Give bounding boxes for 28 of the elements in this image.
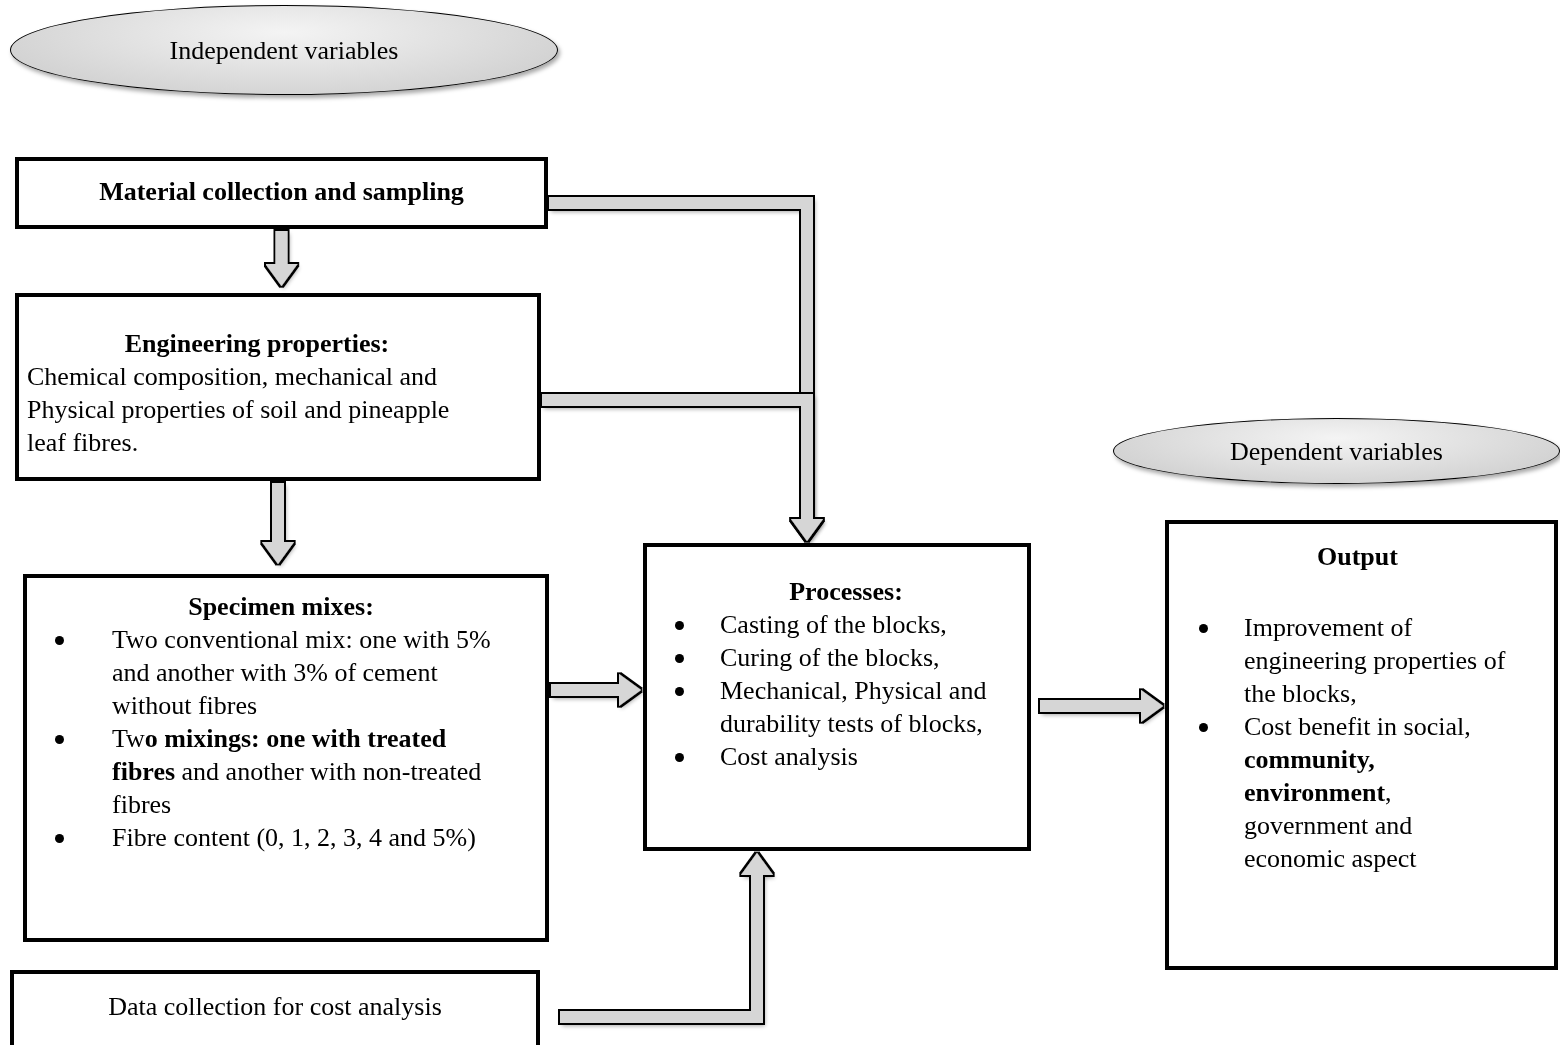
variable-label: Independent variables — [169, 34, 399, 67]
bullet-text: Cost benefit in social, community, environment, government and economic aspect — [1244, 711, 1472, 875]
bullet-text: Mechanical, Physical and durability tests of blocks, — [720, 675, 988, 740]
heading: Output — [1316, 541, 1399, 573]
bullet-text: Improvement of engineering properties of the blocks, — [1244, 612, 1507, 710]
process-box — [15, 293, 541, 481]
block-arrow — [542, 394, 823, 541]
bullet-text: Two mixings: one with treated fibres and another with non-treated fibres — [112, 723, 483, 821]
bullet-text: Cost analysis — [720, 741, 858, 773]
block-arrow — [262, 483, 294, 564]
process-box — [23, 574, 549, 942]
heading: Engineering properties: — [123, 328, 391, 360]
variable-label: Dependent variables — [1230, 435, 1443, 468]
block-arrow — [1040, 690, 1163, 722]
process-box — [10, 970, 540, 1045]
bullet-text: Curing of the blocks, — [720, 642, 940, 674]
block-arrow — [265, 231, 298, 286]
block-arrow — [560, 853, 773, 1023]
body-text: Data collection for cost analysis — [107, 991, 443, 1023]
bullet-text: Casting of the blocks, — [720, 609, 947, 641]
heading: Specimen mixes: — [187, 591, 375, 623]
process-box — [15, 157, 548, 229]
process-box — [1165, 520, 1558, 970]
bullet-text: Fibre content (0, 1, 2, 3, 4 and 5%) — [112, 822, 476, 854]
process-box — [643, 543, 1031, 851]
heading: Processes: — [788, 576, 904, 608]
body-text: Chemical composition, mechanical and Physical properties of soil and pineapple leaf fibres. — [27, 361, 451, 459]
body-text: Material collection and sampling — [98, 176, 465, 208]
